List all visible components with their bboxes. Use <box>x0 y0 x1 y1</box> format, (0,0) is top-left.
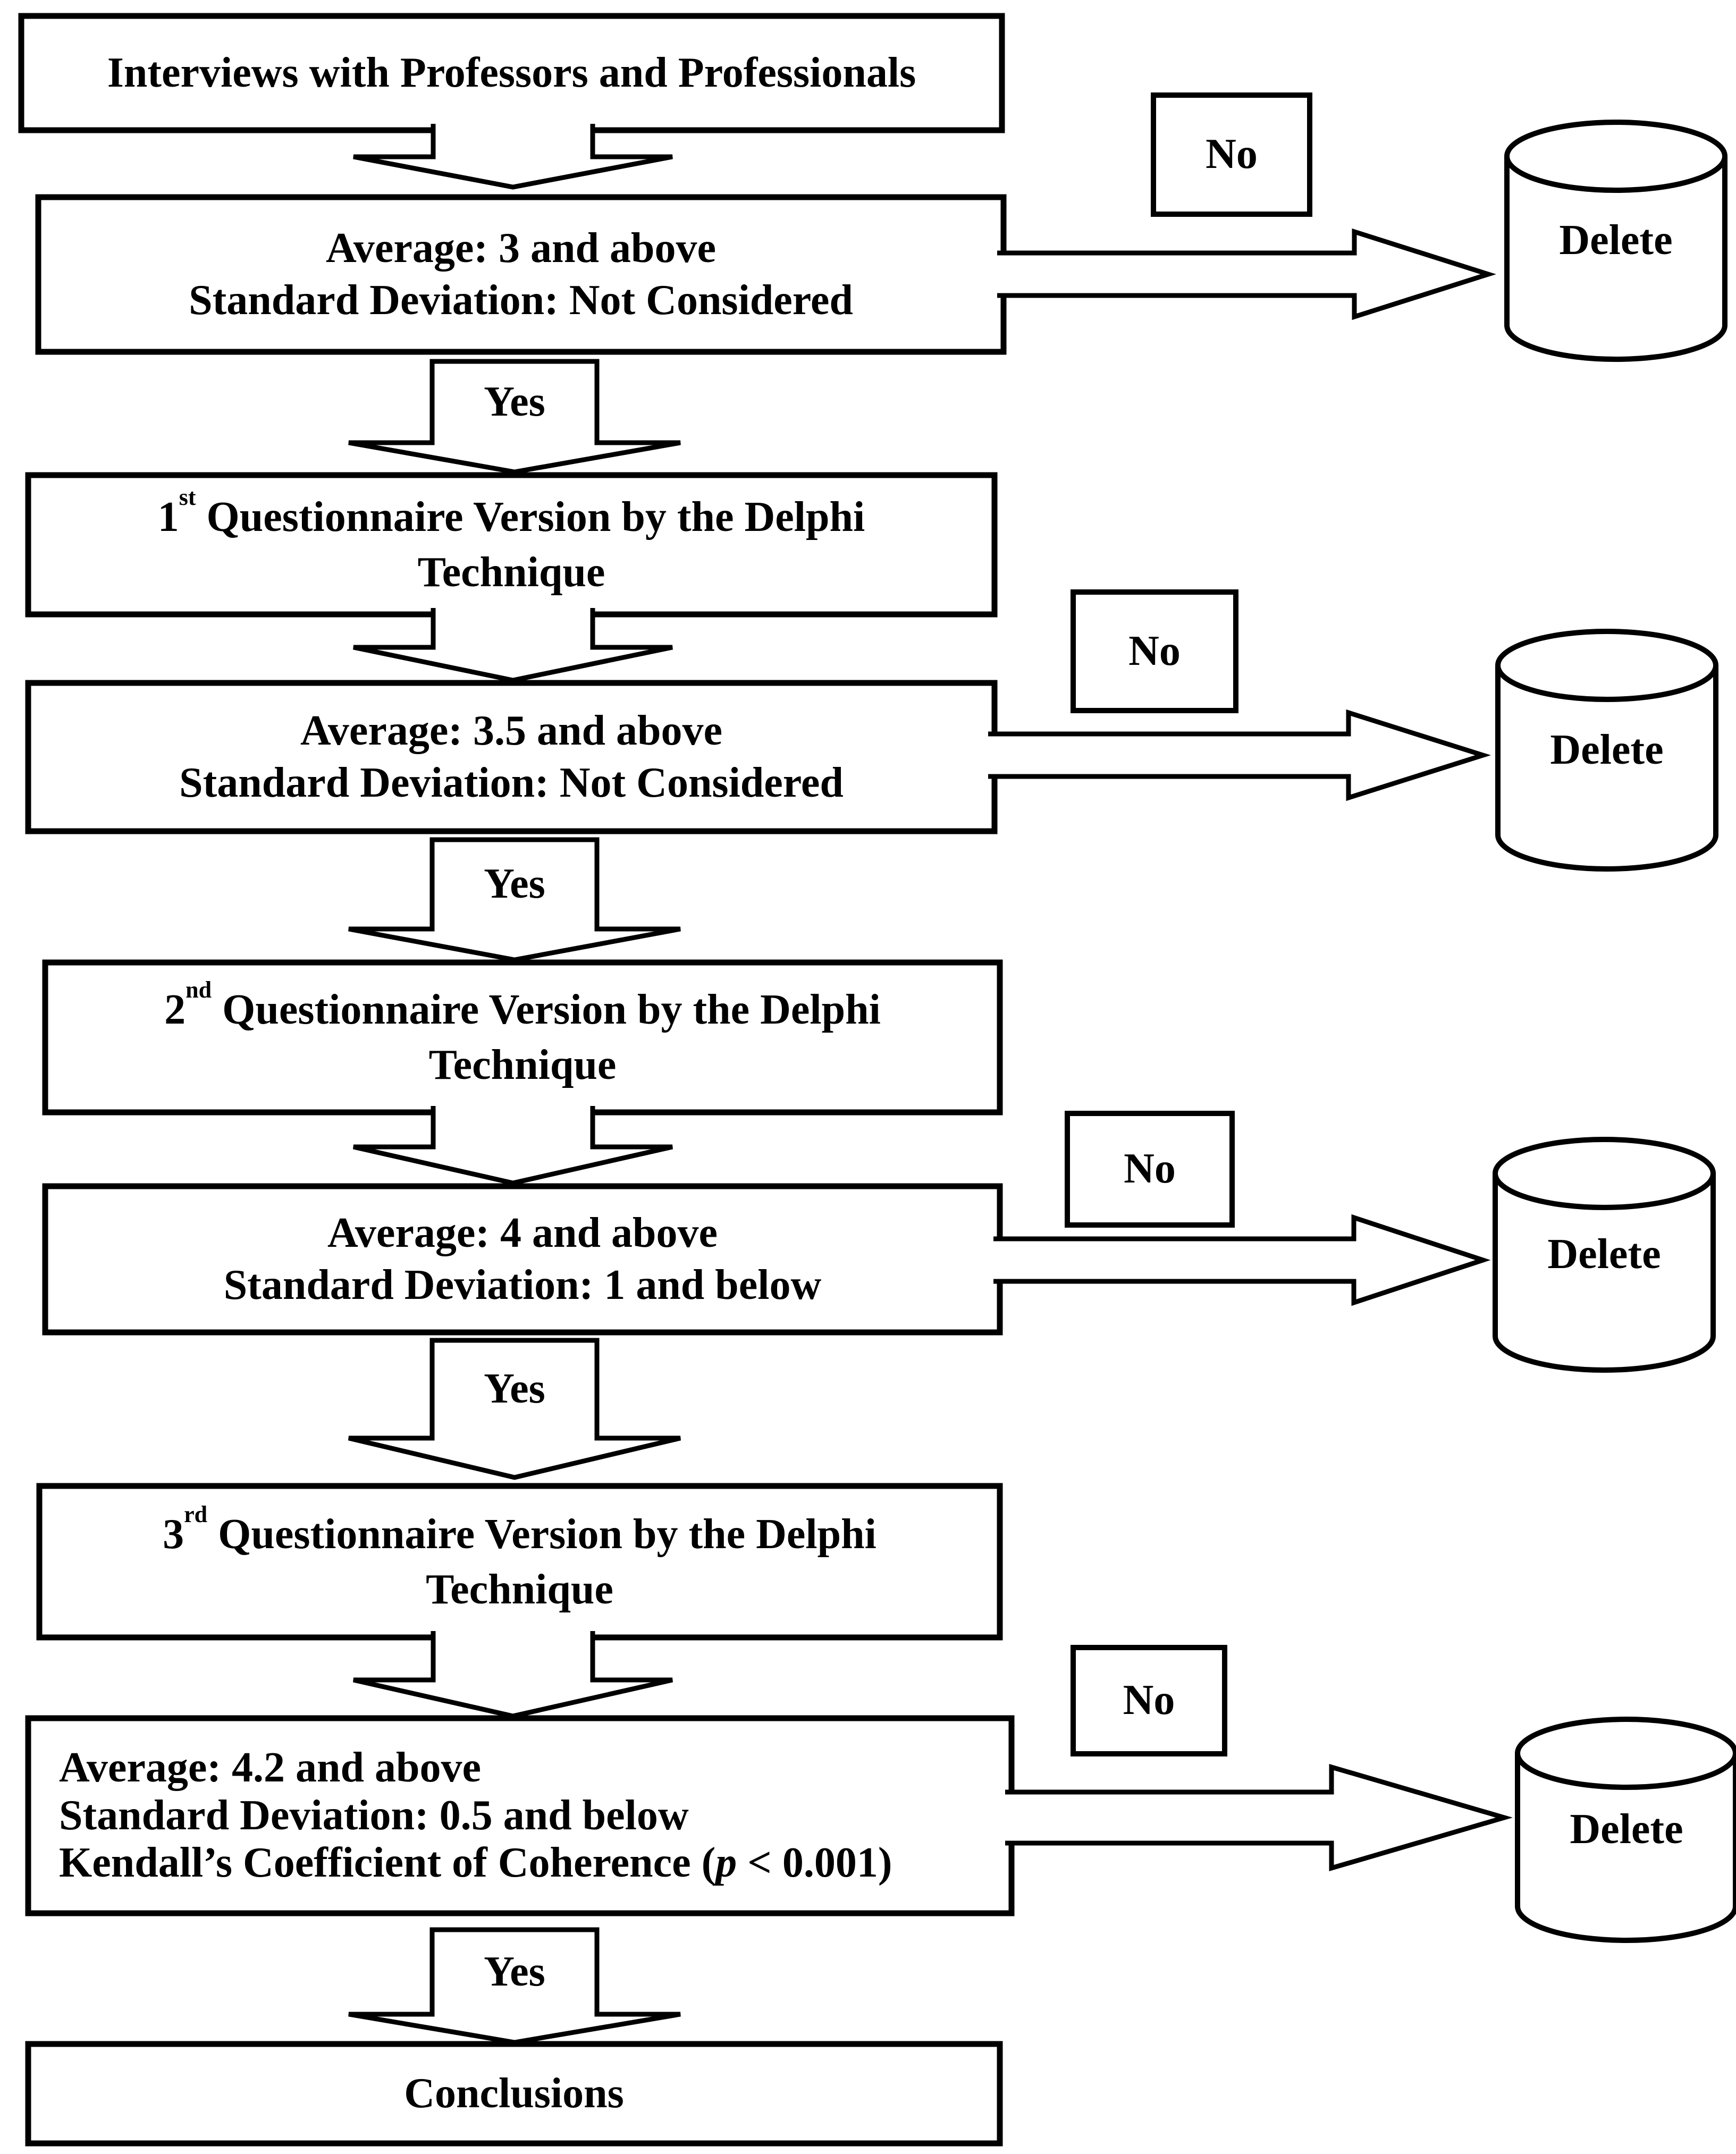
delete-cylinder-2 <box>1495 629 1718 872</box>
no-label-4: No <box>1123 1677 1175 1724</box>
ordinal-superscript: rd <box>184 1501 208 1527</box>
filter4-line3: Kendall’s Coefficient of Coherence (p < … <box>59 1839 892 1887</box>
no-label-box-4 <box>1071 1645 1227 1756</box>
no-label-2: No <box>1128 627 1181 674</box>
yes-label-3: Yes <box>484 1365 545 1413</box>
no-label-3: No <box>1124 1145 1176 1193</box>
p-value-symbol: p <box>715 1839 737 1887</box>
questionnaire2-line2: Technique <box>428 1042 617 1088</box>
filter3-line1: Average: 4 and above <box>327 1209 718 1256</box>
questionnaire3-line2: Technique <box>426 1566 613 1613</box>
delete-cylinder-3 <box>1493 1137 1716 1373</box>
no-label-1: No <box>1206 131 1258 178</box>
filter1-box <box>35 194 1007 355</box>
yes-label-2: Yes <box>484 860 545 908</box>
no-arrow-3 <box>993 1214 1491 1306</box>
questionnaire3-line1: 3rd Questionnaire Version by the Delphi <box>163 1501 877 1558</box>
filter1-label: Average: 3 and above Standard Deviation:… <box>38 197 1004 352</box>
filter3-line2: Standard Deviation: 1 and below <box>223 1261 822 1308</box>
filter3-box <box>42 1183 1003 1336</box>
yes-arrow-1 <box>348 359 681 475</box>
ordinal-superscript: st <box>179 484 196 511</box>
questionnaire1-label: 1st Questionnaire Version by the Delphi … <box>28 475 995 614</box>
delete-label-2: Delete <box>1550 726 1664 773</box>
yes-label-4: Yes <box>484 1948 545 1995</box>
filter4-line1: Average: 4.2 and above <box>59 1744 481 1792</box>
down-arrow-1 <box>353 124 673 190</box>
yes-arrow-2 <box>348 837 681 962</box>
no-label-box-1 <box>1151 92 1312 217</box>
no-arrow-1 <box>997 228 1496 320</box>
conclusions-label: Conclusions <box>404 2069 624 2117</box>
filter4-line2: Standard Deviation: 0.5 and below <box>59 1792 689 1839</box>
questionnaire1-line1: 1st Questionnaire Version by the Delphi <box>157 484 865 540</box>
filter2-line1: Average: 3.5 and above <box>300 707 722 754</box>
ordinal-superscript: nd <box>186 977 212 1003</box>
filter3-label: Average: 4 and above Standard Deviation:… <box>45 1186 1000 1332</box>
no-arrow-4 <box>1005 1763 1513 1872</box>
down-arrow-2 <box>353 608 673 683</box>
delete-label-1: Delete <box>1559 217 1673 264</box>
interviews-box <box>18 13 1005 133</box>
filter1-line1: Average: 3 and above <box>326 224 716 272</box>
yes-label-1: Yes <box>484 378 545 425</box>
interviews-label: Interviews with Professors and Professio… <box>107 49 916 96</box>
conclusions-box <box>25 2041 1003 2147</box>
no-label-box-2 <box>1071 589 1238 713</box>
delete-label-3: Delete <box>1547 1231 1661 1278</box>
down-arrow-3 <box>353 1106 673 1186</box>
filter4-box <box>25 1715 1015 1916</box>
filter4-label: Average: 4.2 and above Standard Deviatio… <box>28 1718 1012 1913</box>
delete-label-4: Delete <box>1570 1806 1683 1853</box>
no-arrow-2 <box>988 709 1491 801</box>
no-label-box-3 <box>1065 1111 1235 1228</box>
filter1-line2: Standard Deviation: Not Considered <box>189 276 853 324</box>
questionnaire3-label: 3rd Questionnaire Version by the Delphi … <box>39 1486 1000 1637</box>
yes-arrow-3 <box>348 1338 681 1480</box>
down-arrow-4 <box>353 1631 673 1719</box>
filter2-line2: Standard Deviation: Not Considered <box>179 759 844 806</box>
filter2-label: Average: 3.5 and above Standard Deviatio… <box>28 683 995 831</box>
delete-cylinder-4 <box>1515 1717 1736 1943</box>
questionnaire2-line1: 2nd Questionnaire Version by the Delphi <box>164 977 881 1033</box>
questionnaire2-label: 2nd Questionnaire Version by the Delphi … <box>45 962 1000 1112</box>
yes-arrow-4 <box>348 1927 681 2045</box>
questionnaire1-line2: Technique <box>417 549 605 596</box>
delete-cylinder-1 <box>1504 120 1727 362</box>
